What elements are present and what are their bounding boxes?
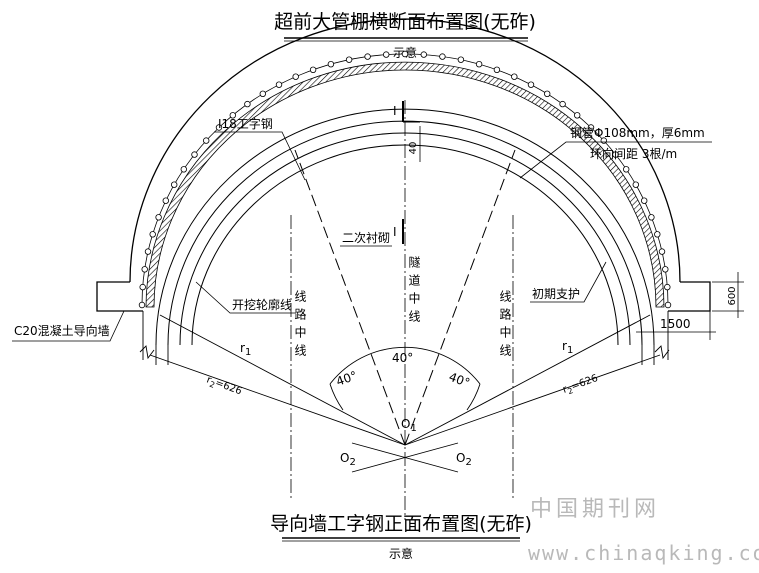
- r1-right-label: r1: [562, 339, 573, 356]
- pipe-circle: [574, 112, 581, 119]
- pipe-label-line1: 钢管Φ108mm，厚6mm: [570, 125, 705, 140]
- dim-40-text: 40: [408, 142, 419, 155]
- pipe-circle: [511, 73, 518, 80]
- initial-support-label: 初期支护: [532, 287, 580, 301]
- pipe-circle: [345, 56, 353, 63]
- pipe-circle: [327, 60, 335, 68]
- excavation-label: 开挖轮廓线: [232, 297, 292, 312]
- pipe-circle: [244, 100, 251, 108]
- o2-right-label: O2: [456, 451, 472, 468]
- angle-ray-right: [404, 149, 516, 446]
- pipe-label-line2: 环向间距 3根/m: [590, 146, 677, 161]
- bottom-title: 导向墙工字钢正面布置图(无砟): [270, 513, 532, 535]
- guide-wall-left-foot: [96, 281, 143, 312]
- initial-support-leader: [530, 261, 607, 303]
- pipe-circle: [141, 266, 148, 273]
- watermark-cn: 中国期刊网: [530, 497, 660, 522]
- pipe-circle: [275, 81, 283, 88]
- pipe-circle: [180, 166, 187, 173]
- dim-600-text: 600: [727, 286, 738, 305]
- tunnel-center-label: 隧道中线: [407, 255, 421, 328]
- i18-steel-band: [145, 61, 665, 308]
- radius-r1-left: [159, 314, 406, 446]
- pipe-circle: [383, 51, 390, 58]
- pipe-circle: [544, 90, 551, 97]
- pipe-circle: [612, 151, 619, 158]
- route-center-left-label: 线路中线: [293, 290, 307, 362]
- section-mark-top: I: [393, 104, 397, 118]
- pipe-circle: [439, 53, 446, 60]
- pipe-circle: [664, 301, 672, 309]
- pipe-circle: [139, 283, 146, 291]
- r1-left-label: r1: [240, 341, 251, 358]
- guide-wall-label: C20混凝土导向墙: [14, 323, 110, 338]
- pipe-circle: [155, 214, 162, 221]
- pipe-circle: [662, 266, 669, 273]
- pipe-circle: [191, 151, 198, 158]
- pipe-circle: [475, 60, 483, 68]
- bottom-subtitle: 示意: [389, 546, 413, 561]
- pipe-circle: [144, 248, 152, 255]
- angle-left-label: 40°: [334, 368, 359, 388]
- pipe-circle: [654, 231, 661, 238]
- pipe-circle: [664, 283, 671, 291]
- o2-left-label: O2: [340, 451, 356, 468]
- pipe-circle: [292, 73, 299, 80]
- angle-ray-left: [294, 149, 406, 446]
- pipe-circle: [420, 51, 427, 58]
- pipe-circle: [229, 112, 236, 119]
- pipe-circle: [632, 181, 639, 188]
- pipe-circle: [658, 248, 666, 255]
- pipe-circle: [215, 124, 223, 131]
- pipe-circle: [559, 100, 566, 108]
- o2-cross-line-2: [351, 442, 459, 473]
- guide-wall-outer-arch: [129, 18, 681, 283]
- pipe-circle: [641, 197, 648, 204]
- break-mark-right: [654, 345, 670, 360]
- guide-wall-right-foot: [668, 281, 711, 312]
- r2-left-label: r2=626: [204, 374, 243, 399]
- pipe-circle: [259, 90, 266, 97]
- o1-label: O1: [401, 417, 417, 434]
- pipe-circle: [309, 66, 317, 73]
- pipe-circle: [202, 137, 210, 144]
- pipe-circle: [170, 181, 178, 188]
- pipe-circle: [527, 81, 535, 88]
- radius-r2-right: [404, 354, 661, 446]
- radius-r1-right: [404, 314, 651, 446]
- initial-support-arc: [167, 120, 643, 346]
- pipe-circle: [149, 231, 156, 238]
- pipe-circles: [138, 50, 672, 309]
- angle-arc-center: [329, 346, 481, 385]
- angle-center-label: 40°: [392, 351, 413, 365]
- angle-arc-left: [329, 383, 344, 411]
- pipe-circle: [648, 214, 655, 221]
- guide-wall-leader: [12, 310, 125, 342]
- angle-arc-right: [466, 383, 481, 411]
- i18-leader: [214, 131, 306, 181]
- watermark-url: www.chinaqking.com: [528, 541, 759, 565]
- pipe-circle: [623, 166, 630, 173]
- pipe-circle: [493, 66, 501, 73]
- route-center-right-label: 线路中线: [498, 290, 512, 362]
- r2-right-label: r2=626: [561, 373, 600, 398]
- pipe-circle: [457, 56, 465, 63]
- angle-right-label: 40°: [447, 370, 472, 390]
- section-mark-mid: I: [393, 225, 397, 239]
- dim-1500-text: 1500: [660, 317, 691, 331]
- pipe-circle: [162, 197, 169, 204]
- radius-r2-left: [149, 354, 406, 446]
- pipe-circle: [364, 53, 371, 60]
- pipe-leader: [519, 141, 712, 179]
- pipe-circle: [138, 301, 146, 309]
- top-title: 超前大管棚横断面布置图(无砟): [274, 11, 536, 33]
- secondary-lining-label: 二次衬砌: [342, 231, 390, 245]
- excavation-leader: [195, 281, 296, 314]
- break-mark-left: [139, 345, 155, 360]
- i18-label: I18工字钢: [218, 116, 273, 131]
- pipe-circle: [401, 50, 409, 58]
- pipe-circle: [587, 124, 595, 131]
